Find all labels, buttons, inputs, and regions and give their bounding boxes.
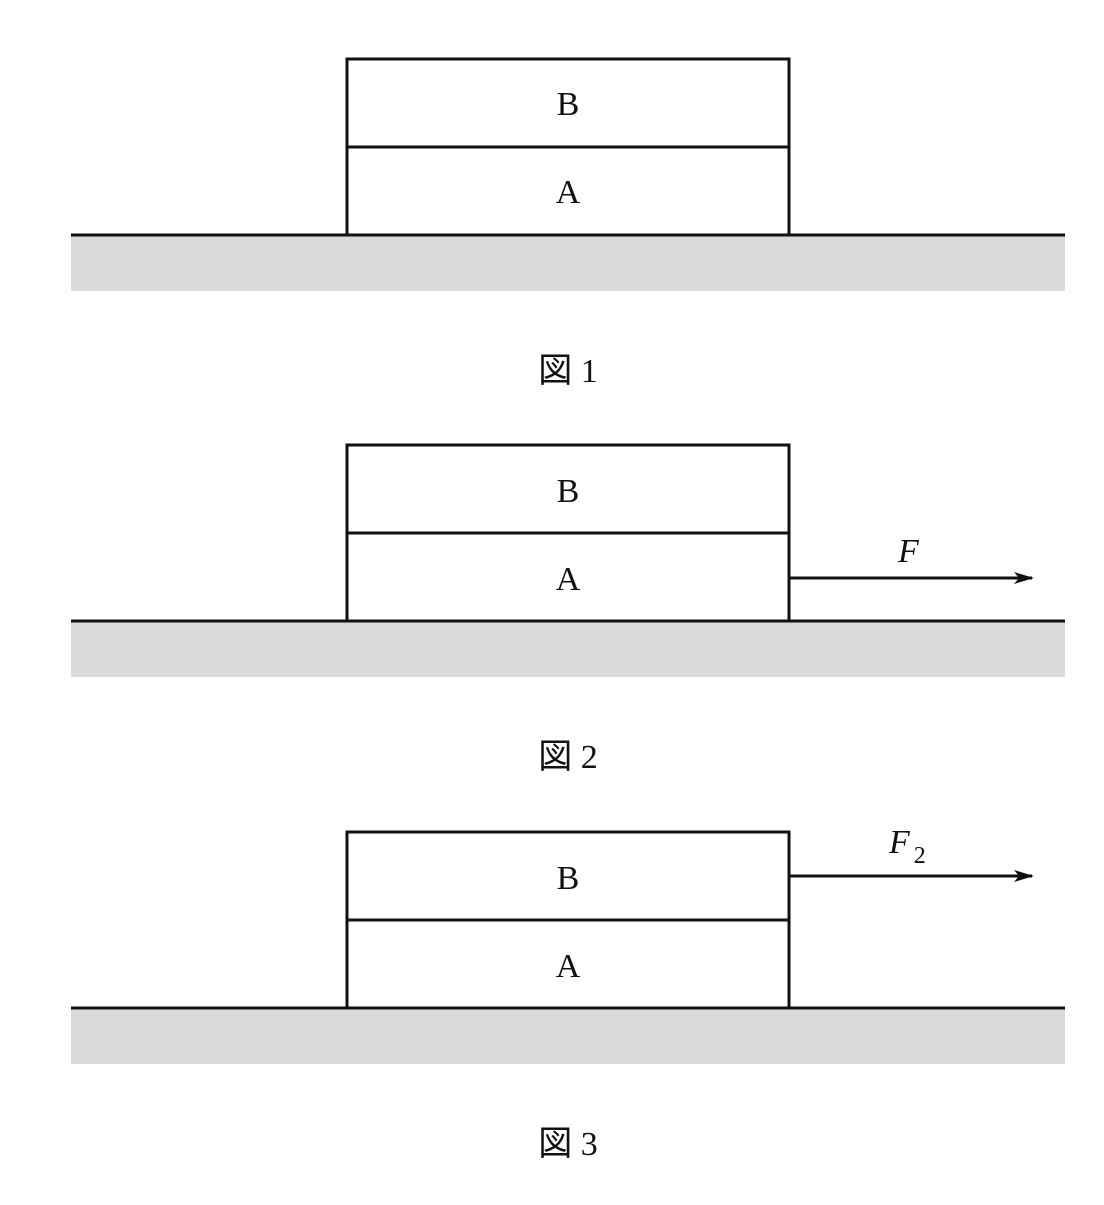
block-a [345, 145, 791, 237]
figure-2: B A F 図 2 [71, 443, 1065, 776]
block-a-label: A [556, 174, 581, 211]
figure-caption: 図 2 [538, 739, 598, 776]
block-a-label: A [556, 561, 581, 598]
force-symbol: F [897, 533, 920, 570]
force-subscript: 2 [914, 843, 926, 869]
figure-caption: 図 1 [538, 353, 598, 390]
block-b [345, 443, 791, 535]
ground-fill [71, 621, 1065, 677]
block-b [345, 830, 791, 922]
block-b-label: B [557, 473, 580, 510]
block-b-label: B [557, 860, 580, 897]
block-b-label: B [557, 86, 580, 123]
block-a [345, 918, 791, 1010]
block-b [345, 57, 791, 149]
force-symbol: F [888, 824, 911, 861]
ground-fill [71, 1008, 1065, 1064]
figure-1: B A 図 1 [71, 57, 1065, 390]
figure-caption: 図 3 [538, 1126, 598, 1163]
block-a [345, 531, 791, 623]
force-label: F [897, 533, 920, 570]
block-a-label: A [556, 948, 581, 985]
ground-fill [71, 235, 1065, 291]
